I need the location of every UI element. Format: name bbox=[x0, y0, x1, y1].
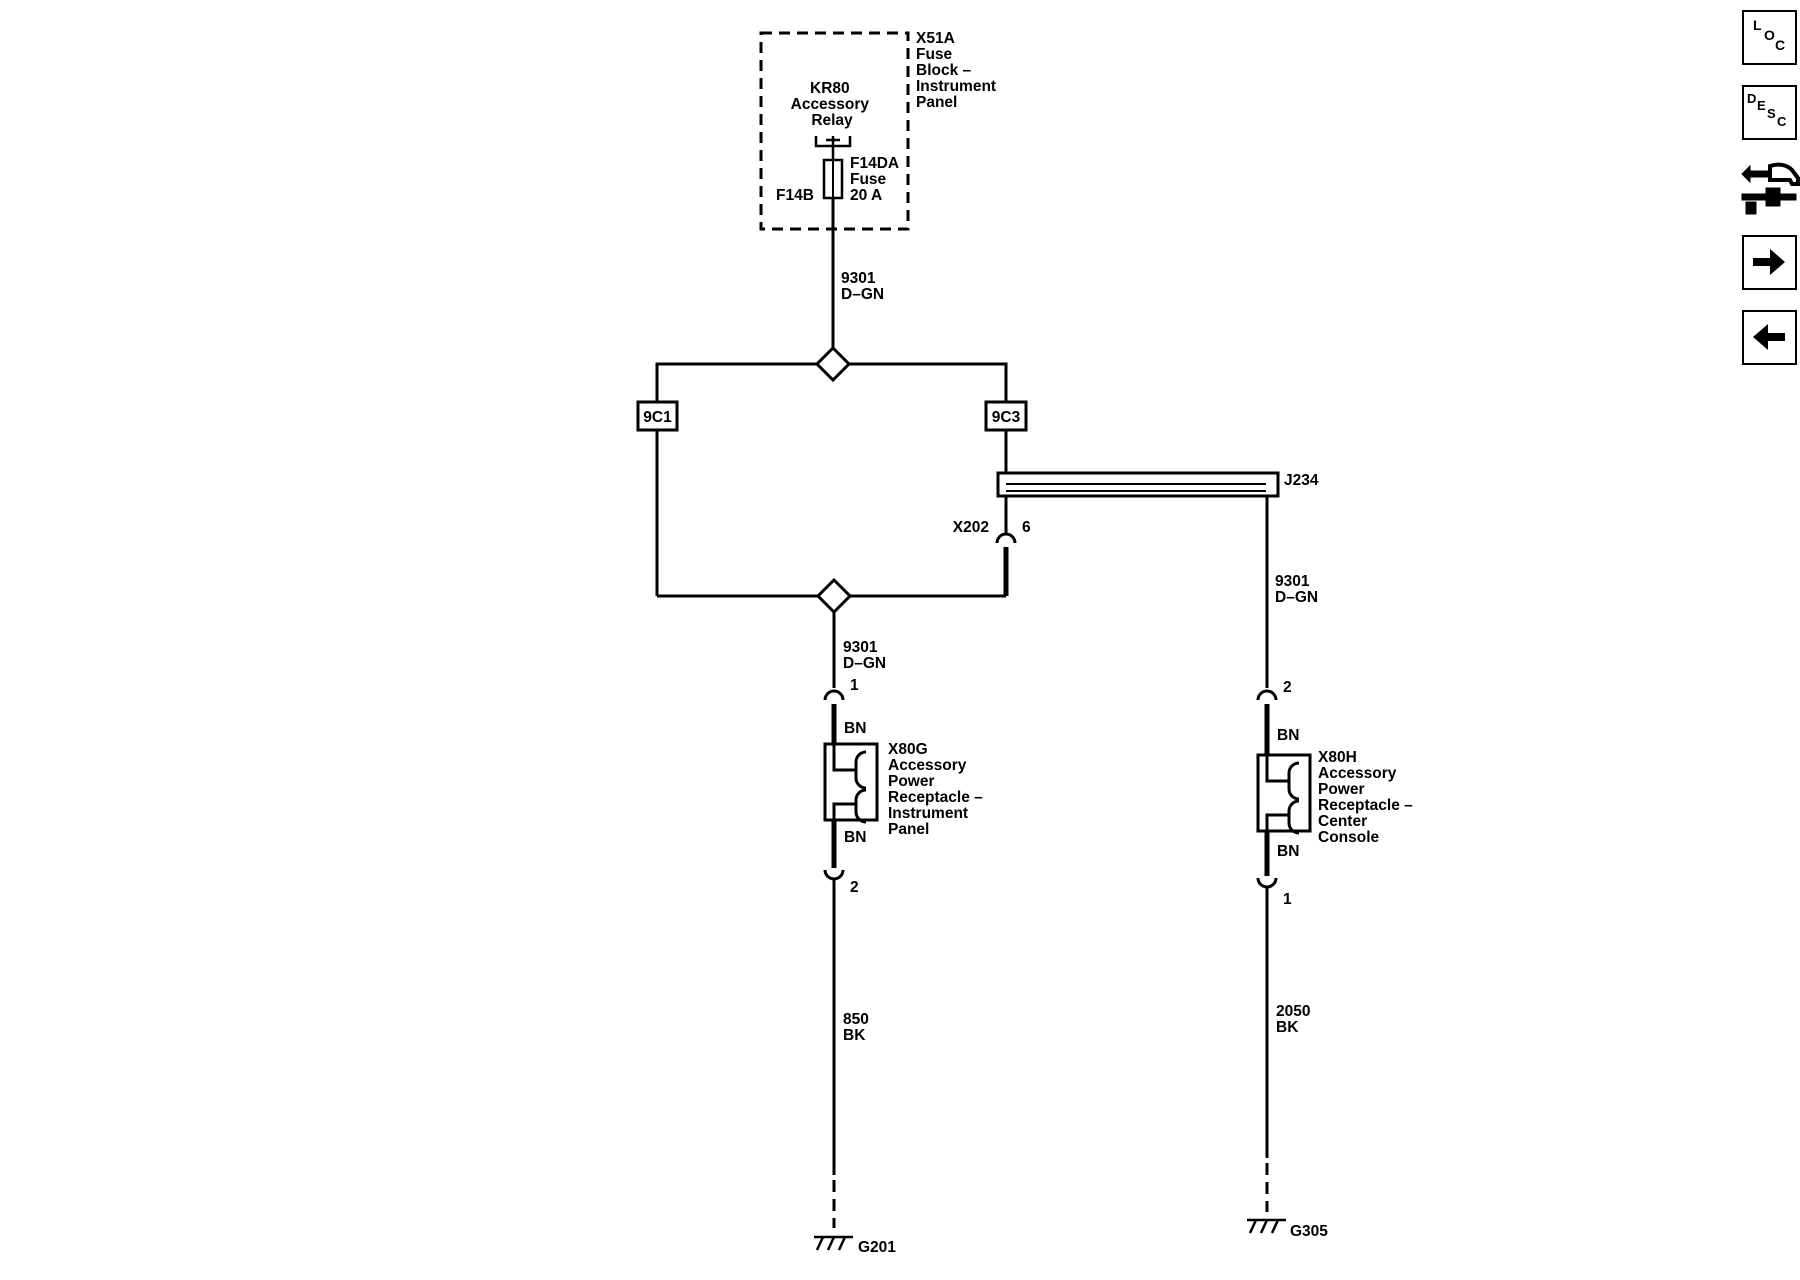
connector-x202 bbox=[995, 532, 1017, 544]
next-button[interactable] bbox=[1742, 235, 1797, 290]
relay-contact-symbol bbox=[814, 136, 852, 160]
receptacle-ip-connector-bottom bbox=[823, 869, 845, 881]
receptacle-console-color-bottom: BN bbox=[1277, 843, 1299, 860]
receptacle-ip-contacts bbox=[832, 744, 867, 824]
service-tools-button[interactable] bbox=[1740, 158, 1800, 218]
previous-button[interactable] bbox=[1742, 310, 1797, 365]
description-button[interactable]: D E S C bbox=[1742, 85, 1797, 140]
receptacle-ip-pin-bottom: 2 bbox=[850, 879, 859, 896]
connector-x202-name: X202 bbox=[953, 519, 989, 536]
splice-9c3-box bbox=[984, 400, 1028, 432]
ground-g305-label: G305 bbox=[1290, 1223, 1328, 1240]
lower-splice-diamond bbox=[815, 577, 853, 615]
receptacle-console-label: X80H Accessory Power Receptacle – Center… bbox=[1318, 749, 1417, 846]
receptacle-console-contacts bbox=[1265, 755, 1300, 835]
splice-9c3-label: 9C3 bbox=[992, 409, 1021, 426]
fuse-block-label: X51A Fuse Block – Instrument Panel bbox=[916, 30, 1000, 111]
wire-label-left-ground: 850 BK bbox=[843, 1011, 873, 1044]
wire-label-right-lower: 9301 D–GN bbox=[1275, 573, 1318, 606]
fuse-label: F14DA Fuse 20 A bbox=[850, 155, 903, 204]
ground-g305-icon bbox=[1247, 1218, 1286, 1234]
location-button[interactable]: L O C bbox=[1742, 10, 1797, 65]
connector-x202-pin: 6 bbox=[1022, 519, 1031, 536]
receptacle-ip-pin-top: 1 bbox=[850, 677, 859, 694]
svg-text:O: O bbox=[1764, 27, 1775, 43]
wire-label-top: 9301 D–GN bbox=[841, 270, 884, 303]
svg-text:C: C bbox=[1775, 37, 1785, 53]
svg-text:D: D bbox=[1747, 91, 1756, 106]
arrow-left-icon bbox=[1753, 324, 1785, 350]
svg-text:C: C bbox=[1777, 114, 1787, 129]
fuse-pin-label: F14B bbox=[776, 187, 814, 204]
splice-9c1-box bbox=[636, 400, 679, 432]
ground-g201-label: G201 bbox=[858, 1239, 896, 1256]
receptacle-console-connector-bottom bbox=[1256, 877, 1278, 889]
arrow-right-icon bbox=[1753, 249, 1785, 275]
wire-label-left-lower: 9301 D–GN bbox=[843, 639, 886, 672]
receptacle-ip-color-bottom: BN bbox=[844, 829, 866, 846]
receptacle-ip-color-top: BN bbox=[844, 720, 866, 737]
svg-text:S: S bbox=[1767, 106, 1776, 121]
ground-g201-icon bbox=[814, 1235, 853, 1251]
receptacle-console-pin-bottom: 1 bbox=[1283, 891, 1292, 908]
desc-icon: D E S C bbox=[1747, 91, 1787, 129]
relay-label: KR80 Accessory Relay bbox=[791, 80, 874, 129]
loc-icon: L O C bbox=[1753, 17, 1785, 53]
upper-splice-diamond bbox=[814, 345, 852, 383]
svg-text:L: L bbox=[1753, 17, 1762, 33]
service-tools-icon bbox=[1741, 162, 1800, 215]
wire-label-right-ground: 2050 BK bbox=[1276, 1003, 1315, 1036]
harness-j234-label: J234 bbox=[1284, 472, 1319, 489]
receptacle-ip-connector-top bbox=[823, 689, 845, 701]
svg-text:E: E bbox=[1757, 98, 1766, 113]
receptacle-ip-label: X80G Accessory Power Receptacle – Instru… bbox=[888, 741, 987, 838]
receptacle-console-color-top: BN bbox=[1277, 727, 1299, 744]
splice-9c1-label: 9C1 bbox=[643, 409, 672, 426]
receptacle-console-pin-top: 2 bbox=[1283, 679, 1292, 696]
receptacle-console-connector-top bbox=[1256, 689, 1278, 701]
